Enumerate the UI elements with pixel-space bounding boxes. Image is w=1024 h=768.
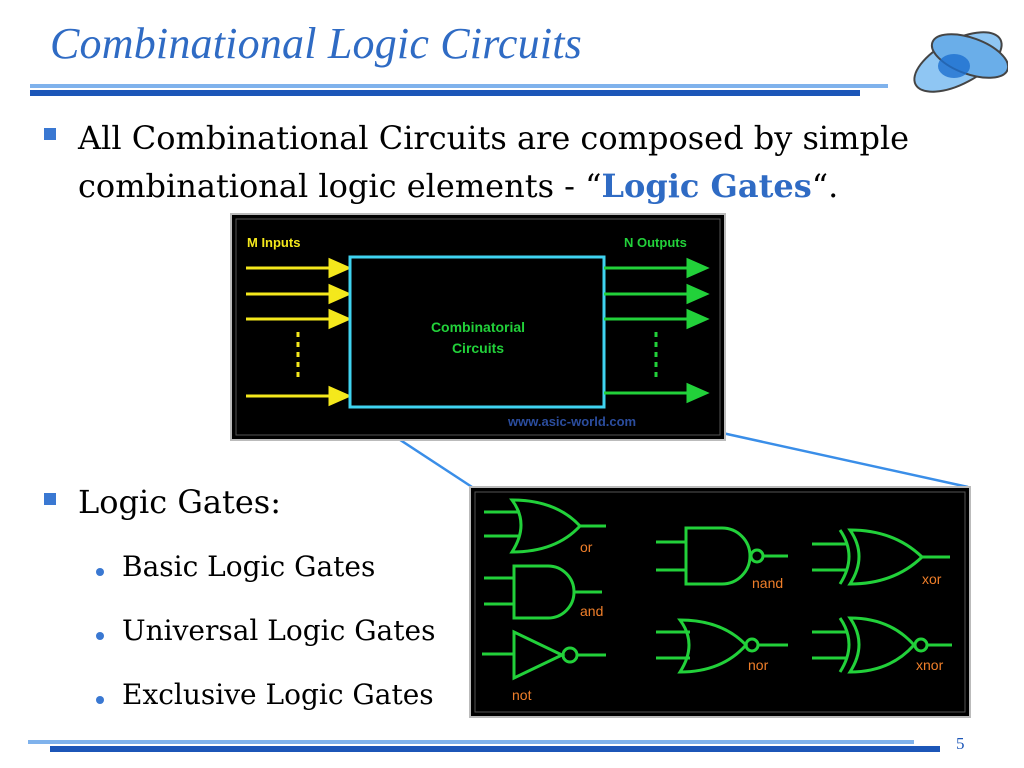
logo-icon [913, 31, 1008, 93]
xnor-gate-icon [812, 616, 952, 674]
box-label-line2: Circuits [452, 340, 504, 356]
bullet-square [44, 493, 56, 505]
bullet-text-end: “. [811, 167, 839, 205]
xnor-label: xnor [916, 657, 944, 673]
page-number: 5 [956, 734, 965, 753]
bullet-text-start: All Combinational Circuits are composed … [78, 119, 910, 205]
and-gate-icon [484, 564, 602, 620]
not-label: not [512, 687, 532, 703]
combinational-block-diagram: M Inputs N Outputs Combinatorial Circuit… [230, 213, 726, 441]
inputs-label: M Inputs [247, 235, 300, 250]
watermark: www.asic-world.com [507, 414, 636, 429]
title-underline-thick [30, 90, 860, 96]
slide-title: Combinational Logic Circuits [50, 19, 583, 68]
nor-label: nor [748, 657, 769, 673]
logic-gates-panel: or and not nand nor xor xnor [469, 486, 971, 718]
bullet-logic-gates: Logic Gates: [78, 483, 281, 521]
sub-item-universal: Universal Logic Gates [122, 614, 436, 647]
circuit-box [348, 255, 606, 409]
zoom-connector-left [349, 405, 473, 489]
xor-label: xor [922, 571, 942, 587]
sub-bullet-dot [96, 696, 104, 704]
bullet-combinational-circuits: All Combinational Circuits are composed … [78, 114, 998, 210]
logic-gates-highlight: Logic Gates [601, 167, 812, 205]
nand-gate-icon [656, 526, 788, 586]
or-label: or [580, 539, 593, 555]
nor-gate-icon [656, 618, 788, 674]
title-underline-thin [30, 84, 888, 88]
sub-bullet-dot [96, 632, 104, 640]
sub-item-basic: Basic Logic Gates [122, 550, 376, 583]
nand-label: nand [752, 575, 783, 591]
output-arrows [604, 257, 710, 404]
footer-rule-thick [50, 746, 940, 752]
not-gate-icon [482, 629, 606, 681]
or-gate-icon [484, 498, 606, 554]
footer-rule-thin [28, 740, 914, 744]
sub-item-exclusive: Exclusive Logic Gates [122, 678, 434, 711]
box-label-line1: Combinatorial [431, 319, 525, 335]
sub-bullet-dot [96, 568, 104, 576]
outputs-label: N Outputs [624, 235, 687, 250]
input-arrows [246, 257, 352, 407]
zoom-connector-right [603, 405, 969, 489]
and-label: and [580, 603, 603, 619]
bullet-square [44, 128, 56, 140]
xor-gate-icon [812, 528, 950, 586]
